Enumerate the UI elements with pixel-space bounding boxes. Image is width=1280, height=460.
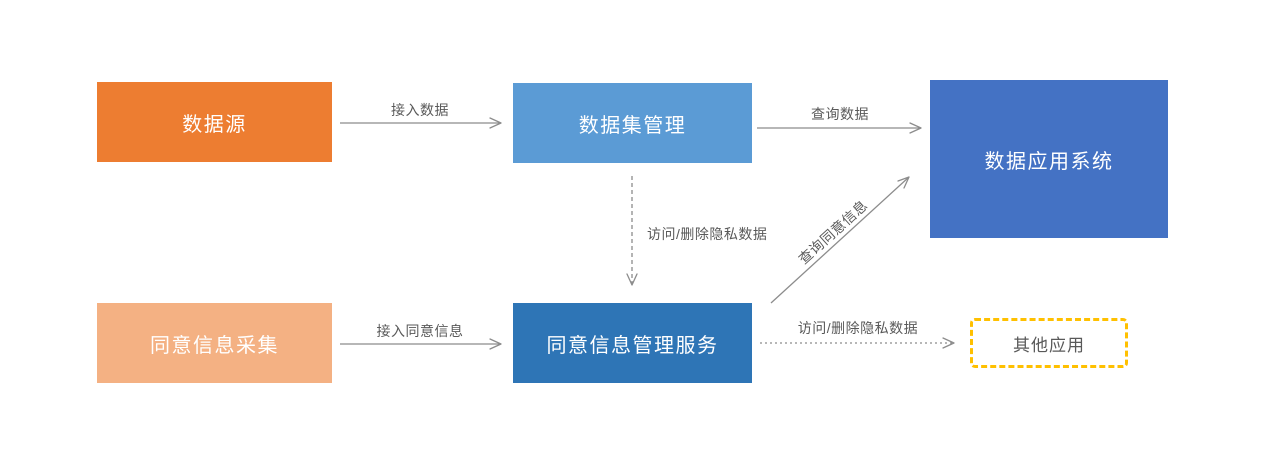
edge-label-access-delete-private-data-right: 访问/删除隐私数据 xyxy=(797,320,919,336)
edge-query-consent-info xyxy=(770,176,910,304)
arrow-head xyxy=(489,338,502,350)
node-data-source: 数据源 xyxy=(97,82,332,162)
node-data-application-system: 数据应用系统 xyxy=(930,80,1168,238)
edge-label-access-data: 接入数据 xyxy=(391,102,449,118)
edge-access-data xyxy=(340,117,502,129)
node-consent-collection: 同意信息采集 xyxy=(97,303,332,383)
arrow-head xyxy=(909,122,922,134)
edge-query-data xyxy=(757,122,922,134)
node-consent-management-service: 同意信息管理服务 xyxy=(513,303,752,383)
arrow-head xyxy=(626,273,638,286)
node-other-apps: 其他应用 xyxy=(970,318,1128,368)
edge-access-consent-info xyxy=(340,338,502,350)
edge-label-access-consent-info: 接入同意信息 xyxy=(376,323,464,339)
edge-label-query-data: 查询数据 xyxy=(811,106,869,122)
arrow-head xyxy=(942,337,955,349)
arrow-line xyxy=(770,176,910,304)
arrow-head xyxy=(489,117,502,129)
arrow-head xyxy=(897,176,910,189)
edge-access-delete-private-data-down xyxy=(626,176,638,286)
edge-label-access-delete-private-data-down: 访问/删除隐私数据 xyxy=(647,226,768,242)
node-dataset-management: 数据集管理 xyxy=(513,83,752,163)
edge-access-delete-private-data-right xyxy=(760,337,955,349)
